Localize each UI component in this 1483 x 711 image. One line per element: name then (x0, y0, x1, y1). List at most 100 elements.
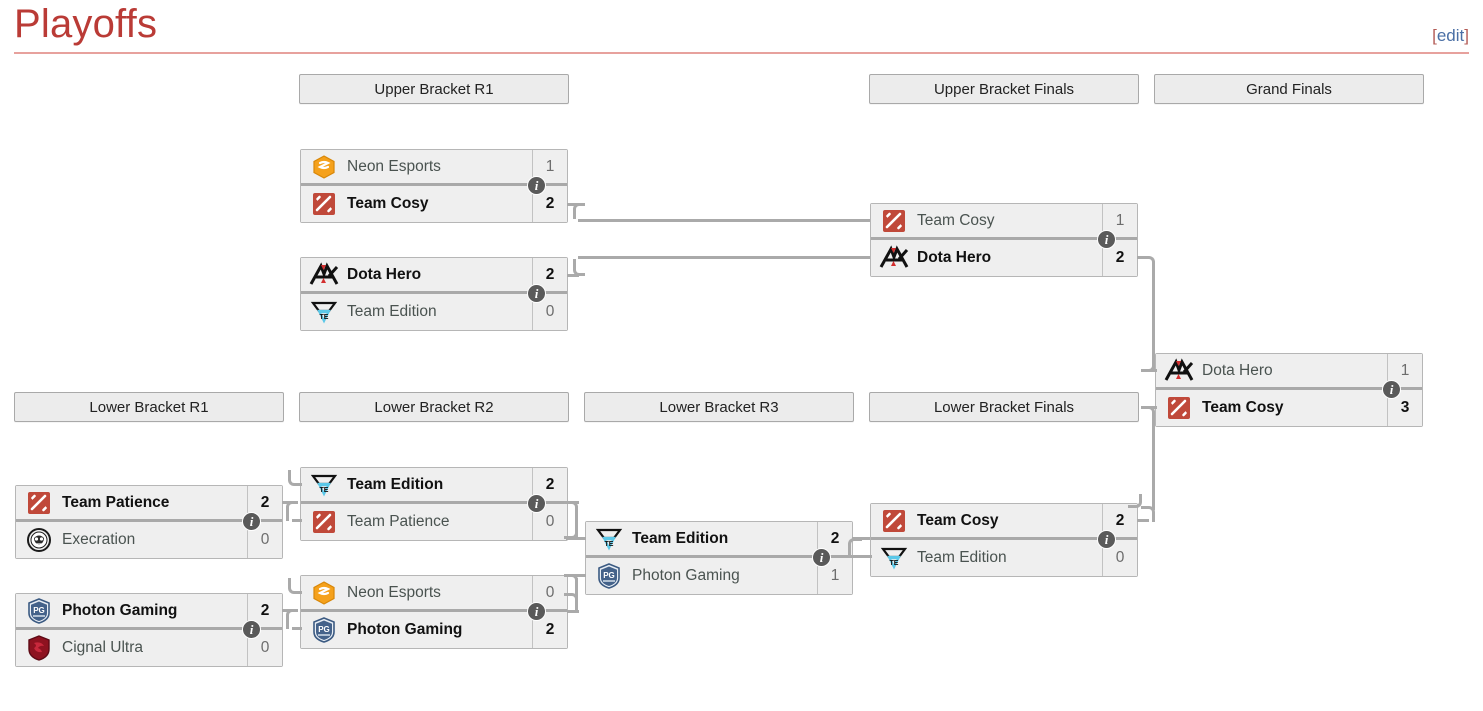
svg-text:TE: TE (320, 487, 329, 494)
page-title: Playoffs (14, 2, 158, 46)
team-score: 3 (1387, 390, 1422, 426)
team-patience-logo (16, 486, 62, 519)
match-row-bottom[interactable]: PG Photon Gaming 1 (586, 558, 852, 594)
match-info-icon[interactable]: i (812, 548, 831, 567)
round-header-upper-bracket-r1[interactable]: Upper Bracket R1 (299, 74, 569, 104)
match-lower-bracket-r1-2[interactable]: PG Photon Gaming 2 Cignal Ultra 0 i (15, 593, 283, 667)
team-score: 0 (1102, 540, 1137, 576)
svg-text:PG: PG (33, 606, 45, 615)
team-cosy-logo (1156, 390, 1202, 426)
match-row-bottom[interactable]: Team Cosy 3 (1156, 390, 1422, 426)
match-grand-finals[interactable]: Dota Hero 1 Team Cosy 3 i (1155, 353, 1423, 427)
connector-lbr2-m2-to-lbr3 (566, 574, 586, 577)
svg-text:TE: TE (320, 314, 329, 321)
match-row-top[interactable]: Team Patience 2 (16, 486, 282, 522)
round-header-lower-bracket-r2[interactable]: Lower Bracket R2 (299, 392, 569, 422)
match-info-icon[interactable]: i (527, 284, 546, 303)
team-cosy-logo (871, 204, 917, 237)
match-upper-bracket-r1-1[interactable]: Neon Esports 1 Team Cosy 2 i (300, 149, 568, 223)
match-row-top[interactable]: TE Team Edition 2 (301, 468, 567, 504)
svg-text:TE: TE (605, 541, 614, 548)
team-name: Team Cosy (347, 195, 429, 212)
team-edition-logo: TE (586, 522, 632, 555)
match-info-icon[interactable]: i (242, 620, 261, 639)
team-edition-logo: TE (301, 468, 347, 501)
match-info-icon[interactable]: i (242, 512, 261, 531)
team-name: Dota Hero (347, 265, 422, 283)
photon-gaming-logo: PG (16, 594, 62, 627)
round-header-lower-bracket-finals[interactable]: Lower Bracket Finals (869, 392, 1139, 422)
connector-elbow-ubf-1 (1141, 256, 1155, 274)
connector-drop-to-lbr2-m1 (288, 470, 302, 486)
match-upper-bracket-finals[interactable]: Team Cosy 1 Dota Hero 2 i (870, 203, 1138, 277)
connector-ubr1-m1-to-ubf (578, 219, 870, 222)
title-divider (14, 52, 1469, 54)
team-name: Team Edition (347, 475, 444, 493)
connector-lbr1-m2-in (292, 627, 302, 630)
round-header-upper-bracket-finals[interactable]: Upper Bracket Finals (869, 74, 1139, 104)
match-row-bottom[interactable]: PG Photon Gaming 2 (301, 612, 567, 648)
team-patience-logo (301, 504, 347, 540)
round-header-grand-finals[interactable]: Grand Finals (1154, 74, 1424, 104)
team-name: Team Edition (632, 529, 729, 547)
team-name: Team Cosy (917, 211, 995, 229)
match-info-icon[interactable]: i (527, 176, 546, 195)
connector-lbr1-m1-in (292, 519, 302, 522)
connector-ubr1-m2-out (567, 274, 579, 277)
match-info-icon[interactable]: i (527, 494, 546, 513)
team-score: 0 (247, 630, 282, 666)
match-row-bottom[interactable]: Execration 0 (16, 522, 282, 558)
match-info-icon[interactable]: i (1097, 230, 1116, 249)
match-row-top[interactable]: Neon Esports 1 (301, 150, 567, 186)
connector-lbf-vertical (1152, 418, 1155, 510)
match-lower-bracket-r3[interactable]: TE Team Edition 2 PG Photon Gaming 1 i (585, 521, 853, 595)
match-row-top[interactable]: TE Team Edition 2 (586, 522, 852, 558)
match-row-bottom[interactable]: Cignal Ultra 0 (16, 630, 282, 666)
connector-lbr2-m2-vertical (575, 578, 578, 610)
match-row-top[interactable]: Dota Hero 1 (1156, 354, 1422, 390)
edit-label: edit (1436, 26, 1465, 45)
svg-text:TE: TE (890, 560, 899, 567)
match-row-top[interactable]: Neon Esports 0 (301, 576, 567, 612)
connector-ubr1-m2-to-ubf (578, 256, 870, 259)
match-row-bottom[interactable]: Team Cosy 2 (301, 186, 567, 222)
match-row-top[interactable]: Dota Hero 2 (301, 258, 567, 294)
team-name: Dota Hero (1202, 361, 1273, 379)
match-row-bottom[interactable]: Dota Hero 2 (871, 240, 1137, 276)
match-row-top[interactable]: Team Cosy 2 (871, 504, 1137, 540)
execration-logo (16, 522, 62, 558)
team-edition-logo: TE (301, 294, 347, 330)
connector-lbr3-stub (852, 537, 870, 540)
neon-esports-logo (301, 576, 347, 609)
match-upper-bracket-r1-2[interactable]: Dota Hero 2 TE Team Edition 0 i (300, 257, 568, 331)
match-info-icon[interactable]: i (1382, 380, 1401, 399)
match-row-bottom[interactable]: Team Patience 0 (301, 504, 567, 540)
match-lower-bracket-finals[interactable]: Team Cosy 2 TE Team Edition 0 i (870, 503, 1138, 577)
team-edition-logo: TE (871, 540, 917, 576)
team-name: Team Edition (917, 549, 1007, 566)
connector-ubr1-m1-out (567, 203, 579, 206)
connector-elbow-lbr2-m1 (564, 501, 578, 523)
dota-hero-logo (301, 258, 347, 291)
edit-close-bracket: ] (1464, 26, 1469, 45)
match-row-bottom[interactable]: TE Team Edition 0 (871, 540, 1137, 576)
round-header-lower-bracket-r3[interactable]: Lower Bracket R3 (584, 392, 854, 422)
match-row-bottom[interactable]: TE Team Edition 0 (301, 294, 567, 330)
svg-text:PG: PG (603, 571, 615, 580)
connector-elbow-lbr1-m2 (286, 609, 298, 629)
match-info-icon[interactable]: i (1097, 530, 1116, 549)
connector-elbow-lbf-1 (1141, 506, 1155, 522)
team-name: Team Patience (347, 513, 450, 530)
match-row-top[interactable]: Team Cosy 1 (871, 204, 1137, 240)
match-lower-bracket-r2-2[interactable]: Neon Esports 0 PG Photon Gaming 2 i (300, 575, 568, 649)
team-cosy-logo (301, 186, 347, 222)
match-lower-bracket-r1-1[interactable]: Team Patience 2 Execration 0 i (15, 485, 283, 559)
match-lower-bracket-r2-1[interactable]: TE Team Edition 2 Team Patience 0 i (300, 467, 568, 541)
match-info-icon[interactable]: i (527, 602, 546, 621)
team-name: Team Cosy (917, 511, 999, 529)
edit-link[interactable]: [edit] (1432, 26, 1469, 46)
team-name: Team Patience (62, 493, 170, 511)
round-header-lower-bracket-r1[interactable]: Lower Bracket R1 (14, 392, 284, 422)
team-name: Execration (62, 531, 136, 548)
